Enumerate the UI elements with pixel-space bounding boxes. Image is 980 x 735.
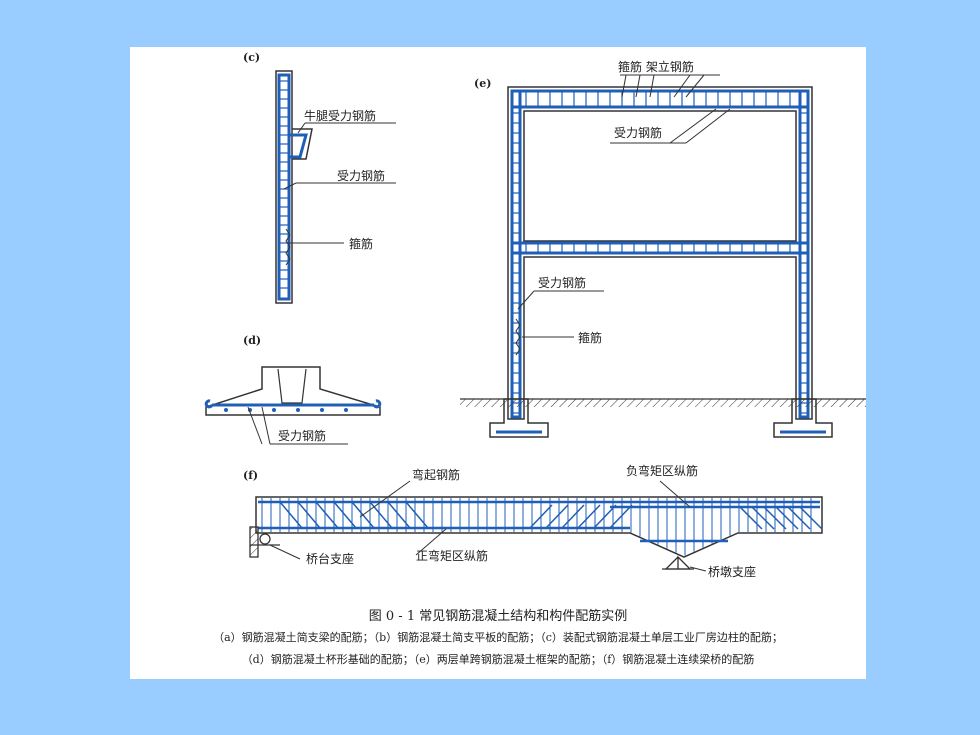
figure-sheet: (c) 牛腿受力钢筋 受力钢筋 箍筋 (d) 受力钢筋 (e) <box>130 47 866 679</box>
panel-f-tag: (f) <box>243 469 258 482</box>
bent-bar-label: 弯起钢筋 <box>412 467 460 482</box>
frame-top-rebar-label: 箍筋 架立钢筋 <box>618 59 694 74</box>
frame-column-rebar-label: 受力钢筋 <box>538 275 586 290</box>
frame-rebar <box>510 89 810 419</box>
corbel-rebar-label: 牛腿受力钢筋 <box>304 108 376 123</box>
girder-longitudinal-bars <box>258 500 820 543</box>
panel-d-leaders <box>247 406 348 445</box>
panel-e: (e) 箍筋 架立钢筋 受力钢筋 受力钢筋 箍筋 <box>460 59 866 438</box>
negative-moment-bar-label: 负弯矩区纵筋 <box>626 463 698 478</box>
panel-c-tag: (c) <box>243 51 260 64</box>
panel-c-leaders <box>283 122 396 266</box>
panel-c: (c) 牛腿受力钢筋 受力钢筋 箍筋 <box>243 51 396 304</box>
panel-f-leaders <box>269 480 707 572</box>
figure-title: 图 0 - 1 常见钢筋混凝土结构和构件配筋实例 <box>368 609 628 624</box>
foundation-outline <box>205 366 381 416</box>
girder-outline <box>255 496 823 558</box>
frame-beam-rebar-label: 受力钢筋 <box>614 125 662 140</box>
panel-e-leaders <box>515 74 731 356</box>
foundation-bar-dots <box>224 408 348 412</box>
panel-d: (d) 受力钢筋 <box>204 334 382 445</box>
girder-supports <box>249 526 694 570</box>
column-stirrup-label: 箍筋 <box>349 236 373 251</box>
foundation-rebar-label: 受力钢筋 <box>278 428 326 443</box>
pier-support-label: 桥墩支座 <box>708 564 756 579</box>
panel-e-tag: (e) <box>474 77 491 90</box>
caption-line-1: （a）钢筋混凝土简支梁的配筋；（b）钢筋混凝土简支平板的配筋；（c）装配式钢筋混… <box>213 631 783 644</box>
caption-line-2: （d）钢筋混凝土杯形基础的配筋；（e）两层单跨钢筋混凝土框架的配筋；（f）钢筋混… <box>241 653 755 666</box>
foundation-cup <box>277 368 307 404</box>
panel-f: (f) 弯起钢筋 负弯矩区纵筋 桥台支座 正弯矩区纵筋 桥墩支座 <box>243 463 823 579</box>
girder-bent-bars <box>279 501 823 530</box>
foundation-rebar <box>204 399 382 409</box>
figure-drawing: (c) 牛腿受力钢筋 受力钢筋 箍筋 (d) 受力钢筋 (e) <box>204 51 866 579</box>
abutment-support-label: 桥台支座 <box>306 551 354 566</box>
column-outline <box>275 70 313 304</box>
column-main-rebar-label: 受力钢筋 <box>337 168 385 183</box>
frame-stirrups <box>512 91 808 414</box>
ground-hatch <box>460 399 866 407</box>
corbel-rebar <box>290 133 308 159</box>
frame-footings <box>489 398 833 438</box>
panel-d-tag: (d) <box>243 334 261 347</box>
positive-moment-bar-label: 正弯矩区纵筋 <box>416 548 488 563</box>
frame-stirrup-label: 箍筋 <box>578 330 602 345</box>
frame-outline <box>507 86 813 420</box>
